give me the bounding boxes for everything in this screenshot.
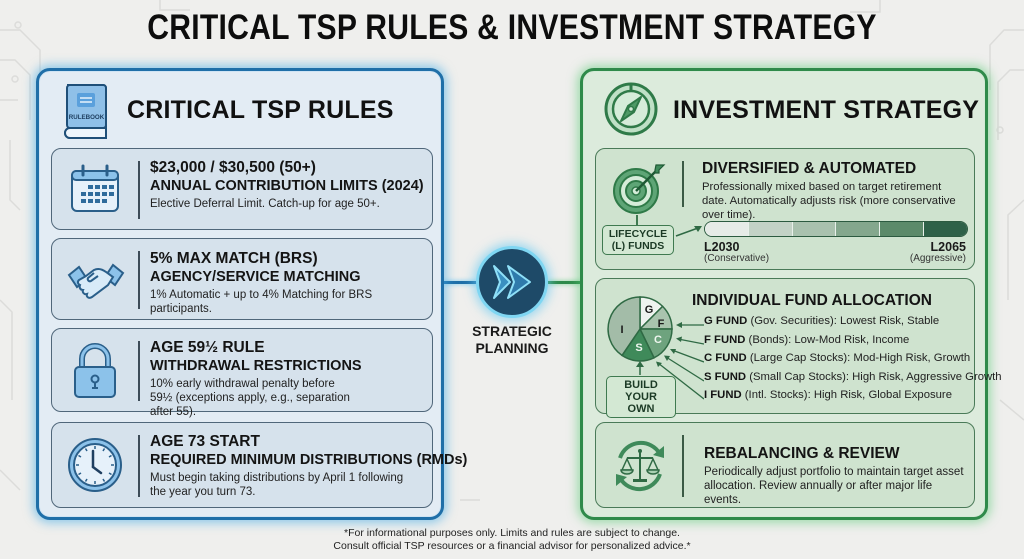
fund-detail: (Bonds): Low-Mod Risk, Income — [745, 333, 910, 346]
padlock-icon — [70, 341, 128, 399]
rulebook-icon: RULEBOOK — [59, 81, 111, 139]
fund-item-f: F FUND (Bonds): Low-Mod Risk, Income — [704, 331, 1002, 350]
rebalancing-headline: REBALANCING & REVIEW — [704, 445, 900, 462]
lifecycle-risk-gradient-bar — [704, 221, 968, 237]
fund-item-s: S FUND (Small Cap Stocks): High Risk, Ag… — [704, 368, 1002, 387]
contribution-limit-amount: $23,000 / $30,500 (50+) — [150, 159, 316, 176]
handshake-icon — [66, 251, 125, 309]
tsp-rules-header: RULEBOOK CRITICAL TSP RULES — [39, 71, 441, 147]
fund-allocation-headline: INDIVIDUAL FUND ALLOCATION — [692, 292, 932, 309]
lifecycle-funds-card: LIFECYCLE (L) FUNDS DIVERSIFIED & AUTOMA… — [595, 148, 975, 270]
pie-label-s: S — [635, 342, 642, 354]
rebalancing-description: Periodically adjust portfolio to maintai… — [704, 466, 964, 506]
pie-label-g: G — [645, 304, 654, 316]
lifecycle-bar-segment — [836, 222, 881, 236]
strategic-planning-line2: PLANNING — [475, 340, 549, 356]
lifecycle-headline: DIVERSIFIED & AUTOMATED — [702, 160, 917, 177]
right-connector-line — [548, 281, 582, 284]
lifecycle-tag-line2: (L) FUNDS — [611, 240, 665, 252]
fund-name: S FUND — [704, 370, 747, 383]
contribution-limit-description: Elective Deferral Limit. Catch-up for ag… — [150, 198, 380, 210]
balance-scale-cycle-icon — [610, 436, 670, 496]
arrow-icon — [675, 226, 702, 237]
lifecycle-tag-line1: LIFECYCLE — [608, 228, 668, 240]
fund-list: G FUND (Gov. Securities): Lowest Risk, S… — [704, 312, 1002, 405]
investment-strategy-header: INVESTMENT STRATEGY — [583, 71, 985, 147]
compass-icon — [603, 81, 659, 137]
disclaimer-footer: *For informational purposes only. Limits… — [0, 527, 1024, 553]
build-tag-line1: BUILD — [624, 379, 658, 391]
fund-item-g: G FUND (Gov. Securities): Lowest Risk, S… — [704, 312, 1002, 331]
pie-label-f: F — [658, 318, 665, 330]
card-divider — [138, 435, 140, 497]
lifecycle-start-label: L2030 (Conservative) — [704, 241, 769, 265]
card-divider — [682, 161, 684, 207]
rmd-label: REQUIRED MINIMUM DISTRIBUTIONS (RMDs) — [150, 452, 468, 468]
rulebook-label: RULEBOOK — [69, 114, 105, 121]
pie-chart-icon: G F C S I — [607, 296, 704, 400]
pie-label-c: C — [654, 334, 662, 346]
fund-detail: (Intl. Stocks): High Risk, Global Exposu… — [741, 389, 952, 401]
withdrawal-rule-card: AGE 59½ RULE WITHDRAWAL RESTRICTIONS 10%… — [51, 328, 433, 418]
calendar-icon — [66, 161, 124, 219]
lifecycle-end-code: L2065 — [930, 240, 966, 254]
max-match-headline: 5% MAX MATCH (BRS) — [150, 250, 318, 267]
card-divider — [138, 161, 140, 219]
rmd-description: Must begin taking distributions by April… — [150, 472, 404, 498]
fund-name: C FUND — [704, 352, 747, 364]
fund-detail: (Gov. Securities): Lowest Risk, Stable — [747, 315, 940, 327]
lifecycle-end-label: L2065 (Aggressive) — [910, 241, 966, 265]
withdrawal-restrictions-label: WITHDRAWAL RESTRICTIONS — [150, 358, 362, 374]
strategic-planning-node — [476, 246, 548, 318]
lifecycle-bar-segment — [705, 222, 749, 236]
disclaimer-line1: *For informational purposes only. Limits… — [344, 527, 680, 539]
fund-name: G FUND — [704, 315, 748, 327]
lifecycle-description: Professionally mixed based on target ret… — [702, 181, 956, 221]
lifecycle-bar-segment — [792, 222, 837, 236]
strategic-planning-label: STRATEGIC PLANNING — [444, 323, 580, 357]
lifecycle-bar-segment — [880, 222, 925, 236]
fund-detail: (Small Cap Stocks): High Risk, Aggressiv… — [746, 370, 1002, 383]
fund-item-c: C FUND (Large Cap Stocks): Mod-High Risk… — [704, 349, 1002, 368]
withdrawal-restrictions-description: 10% early withdrawal penalty before 59½ … — [150, 378, 350, 418]
agency-matching-description: 1% Automatic + up to 4% Matching for BRS… — [150, 289, 373, 315]
lifecycle-start-note: (Conservative) — [704, 253, 770, 264]
tag-connector-line — [636, 215, 638, 225]
tsp-rules-panel: RULEBOOK CRITICAL TSP RULES $23,000 / $3… — [36, 68, 468, 520]
agency-matching-label: AGENCY/SERVICE MATCHING — [150, 269, 361, 285]
target-icon — [612, 161, 668, 217]
card-divider — [138, 251, 140, 309]
lifecycle-start-code: L2030 — [704, 240, 740, 254]
card-divider — [682, 435, 684, 497]
pie-label-i: I — [620, 324, 623, 336]
build-tag-line2: YOUR OWN — [625, 391, 657, 415]
fund-allocation-card: G F C S I BUI — [595, 278, 1002, 418]
rebalancing-card: REBALANCING & REVIEW Periodically adjust… — [595, 422, 975, 508]
strategic-planning-line1: STRATEGIC — [472, 323, 552, 339]
build-your-own-tag: BUILD YOUR OWN — [606, 376, 676, 418]
lifecycle-funds-tag: LIFECYCLE (L) FUNDS — [602, 225, 674, 255]
agency-matching-card: 5% MAX MATCH (BRS) AGENCY/SERVICE MATCHI… — [51, 238, 433, 320]
fast-forward-icon — [493, 265, 531, 299]
age-rule-headline: AGE 59½ RULE — [150, 339, 265, 356]
investment-strategy-title: INVESTMENT STRATEGY — [673, 96, 980, 124]
rmd-card: AGE 73 START REQUIRED MINIMUM DISTRIBUTI… — [51, 422, 468, 508]
contribution-limit-label: ANNUAL CONTRIBUTION LIMITS (2024) — [150, 178, 424, 194]
contribution-limits-card: $23,000 / $30,500 (50+) ANNUAL CONTRIBUT… — [51, 148, 433, 230]
card-divider — [138, 341, 140, 401]
investment-strategy-panel: INVESTMENT STRATEGY LIFECYCLE (L) FUNDS … — [580, 68, 1002, 520]
left-connector-line — [444, 281, 478, 284]
fund-item-i: I FUND (Intl. Stocks): High Risk, Global… — [704, 386, 1002, 405]
fund-name: F FUND — [704, 333, 746, 346]
fund-detail: (Large Cap Stocks): Mod-High Risk, Growt… — [746, 352, 971, 364]
clock-icon — [66, 436, 124, 494]
tsp-rules-title: CRITICAL TSP RULES — [127, 96, 394, 124]
lifecycle-bar-segment — [748, 222, 793, 236]
disclaimer-line2: Consult official TSP resources or a fina… — [333, 540, 691, 552]
page-title: CRITICAL TSP RULES & INVESTMENT STRATEGY — [147, 8, 877, 47]
rmd-age-headline: AGE 73 START — [150, 433, 260, 450]
lifecycle-end-note: (Aggressive) — [909, 253, 966, 264]
lifecycle-bar-segment — [924, 222, 967, 236]
fund-name: I FUND — [704, 389, 742, 401]
